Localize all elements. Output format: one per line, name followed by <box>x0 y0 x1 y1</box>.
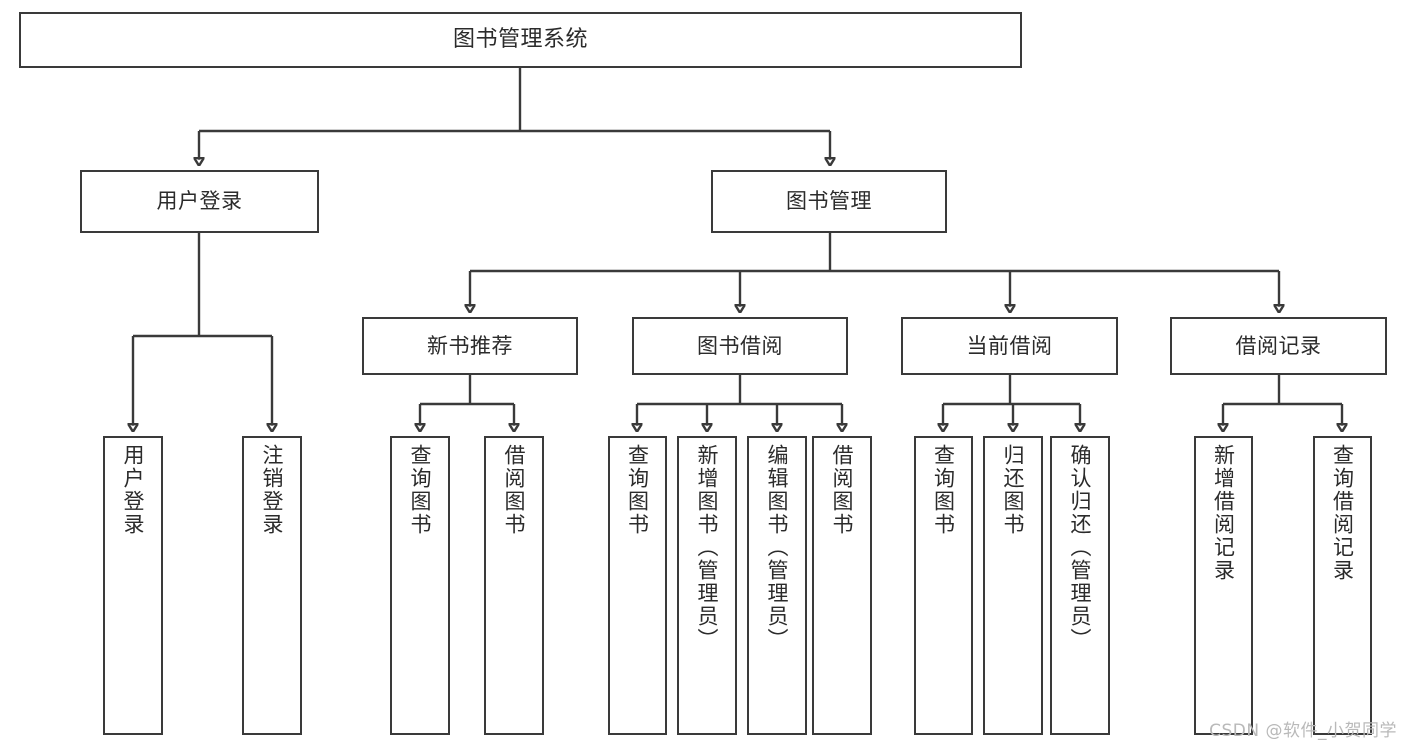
node-label: 新书推荐 <box>427 333 513 358</box>
node-root-system[interactable]: 图书管理系统 <box>19 12 1022 68</box>
leaf-edit-book[interactable]: 编辑图书（管理员） <box>747 436 807 735</box>
node-label: 新增图书（管理员） <box>695 444 720 651</box>
leaf-user-logout[interactable]: 注销登录 <box>242 436 302 735</box>
leaf-query-borrow-record[interactable]: 查询借阅记录 <box>1313 436 1372 735</box>
node-label: 图书借阅 <box>697 333 783 358</box>
node-user-login[interactable]: 用户登录 <box>80 170 319 233</box>
node-book-borrow[interactable]: 图书借阅 <box>632 317 848 375</box>
node-label: 图书管理系统 <box>452 27 588 53</box>
leaf-query-book-current[interactable]: 查询图书 <box>914 436 973 735</box>
leaf-return-book[interactable]: 归还图书 <box>983 436 1043 735</box>
leaf-query-book-borrow[interactable]: 查询图书 <box>608 436 667 735</box>
leaf-add-borrow-record[interactable]: 新增借阅记录 <box>1194 436 1253 735</box>
node-label: 当前借阅 <box>966 333 1053 358</box>
node-label: 用户登录 <box>121 444 146 536</box>
leaf-borrow-book-borrow[interactable]: 借阅图书 <box>812 436 872 735</box>
leaf-add-book[interactable]: 新增图书（管理员） <box>677 436 737 735</box>
node-label: 新增借阅记录 <box>1211 444 1236 582</box>
node-label: 编辑图书（管理员） <box>765 444 790 651</box>
leaf-confirm-return[interactable]: 确认归还（管理员） <box>1050 436 1110 735</box>
leaf-user-login[interactable]: 用户登录 <box>103 436 163 735</box>
node-label: 查询借阅记录 <box>1330 444 1355 582</box>
node-label: 注销登录 <box>260 444 285 536</box>
csdn-watermark: CSDN @软件_小贺同学 <box>1209 721 1397 741</box>
leaf-borrow-book-recommend[interactable]: 借阅图书 <box>484 436 544 735</box>
node-new-book-recommend[interactable]: 新书推荐 <box>362 317 578 375</box>
node-label: 查询图书 <box>931 444 956 536</box>
node-label: 图书管理 <box>786 189 872 214</box>
node-label: 借阅图书 <box>830 444 855 536</box>
node-label: 查询图书 <box>408 444 433 536</box>
node-label: 归还图书 <box>1001 444 1026 536</box>
node-current-borrow[interactable]: 当前借阅 <box>901 317 1118 375</box>
node-borrow-record[interactable]: 借阅记录 <box>1170 317 1387 375</box>
node-label: 借阅图书 <box>502 444 527 536</box>
node-book-manage[interactable]: 图书管理 <box>711 170 947 233</box>
node-label: 查询图书 <box>625 444 650 536</box>
leaf-query-book-recommend[interactable]: 查询图书 <box>390 436 450 735</box>
node-label: 用户登录 <box>156 189 243 214</box>
node-label: 确认归还（管理员） <box>1068 444 1093 651</box>
node-label: 借阅记录 <box>1235 333 1322 358</box>
